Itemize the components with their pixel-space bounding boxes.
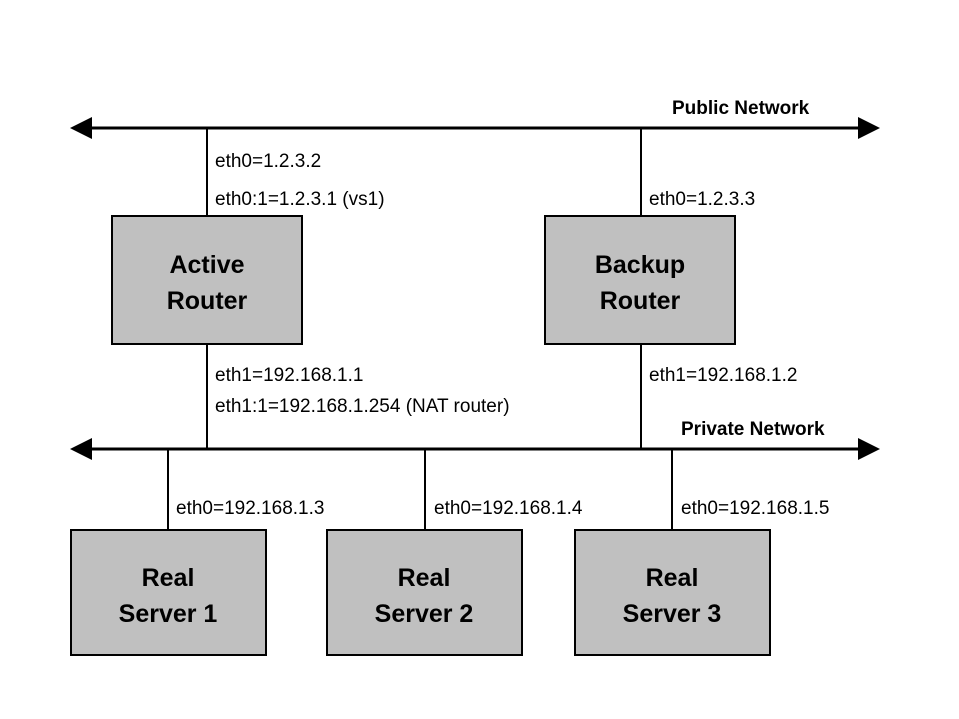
- private-network-bus: [70, 438, 880, 460]
- label-real-server-1-eth0: eth0=192.168.1.3: [176, 498, 324, 519]
- public-network-label: Public Network: [672, 98, 810, 119]
- real-server-1-label-line1: Real: [142, 564, 195, 592]
- real-server-1-label-line2: Server 1: [119, 600, 218, 628]
- label-active-router-eth0: eth0=1.2.3.2: [215, 151, 321, 172]
- real-server-2-label-line1: Real: [398, 564, 451, 592]
- real-server-3-box[interactable]: [574, 529, 771, 656]
- label-real-server-2-eth0: eth0=192.168.1.4: [434, 498, 583, 519]
- real-server-3-label-line2: Server 3: [623, 600, 722, 628]
- node-real-server-2[interactable]: Real Server 2: [326, 529, 523, 656]
- node-real-server-3[interactable]: Real Server 3: [574, 529, 771, 656]
- label-real-server-3-eth0: eth0=192.168.1.5: [681, 498, 829, 519]
- backup-router-box[interactable]: [544, 215, 736, 345]
- backup-router-label-line1: Backup: [595, 251, 685, 279]
- public-network-bus: [70, 117, 880, 139]
- node-backup-router[interactable]: Backup Router: [544, 215, 736, 345]
- label-active-router-eth1: eth1=192.168.1.1: [215, 365, 363, 386]
- private-bus-left-arrow-icon: [70, 438, 92, 460]
- active-router-label-line1: Active: [169, 251, 244, 279]
- backup-router-label-line2: Router: [600, 287, 681, 315]
- label-backup-router-eth1: eth1=192.168.1.2: [649, 365, 797, 386]
- active-router-box[interactable]: [111, 215, 303, 345]
- active-router-label-line2: Router: [167, 287, 248, 315]
- real-server-1-box[interactable]: [70, 529, 267, 656]
- real-server-2-label-line2: Server 2: [375, 600, 474, 628]
- node-real-server-1[interactable]: Real Server 1: [70, 529, 267, 656]
- label-active-router-eth0-alias: eth0:1=1.2.3.1 (vs1): [215, 189, 385, 210]
- public-bus-left-arrow-icon: [70, 117, 92, 139]
- real-server-3-label-line1: Real: [646, 564, 699, 592]
- real-server-2-box[interactable]: [326, 529, 523, 656]
- node-active-router[interactable]: Active Router: [111, 215, 303, 345]
- public-bus-right-arrow-icon: [858, 117, 880, 139]
- label-active-router-eth1-alias: eth1:1=192.168.1.254 (NAT router): [215, 396, 510, 417]
- label-backup-router-eth0: eth0=1.2.3.3: [649, 189, 755, 210]
- private-bus-right-arrow-icon: [858, 438, 880, 460]
- private-network-label: Private Network: [681, 419, 825, 440]
